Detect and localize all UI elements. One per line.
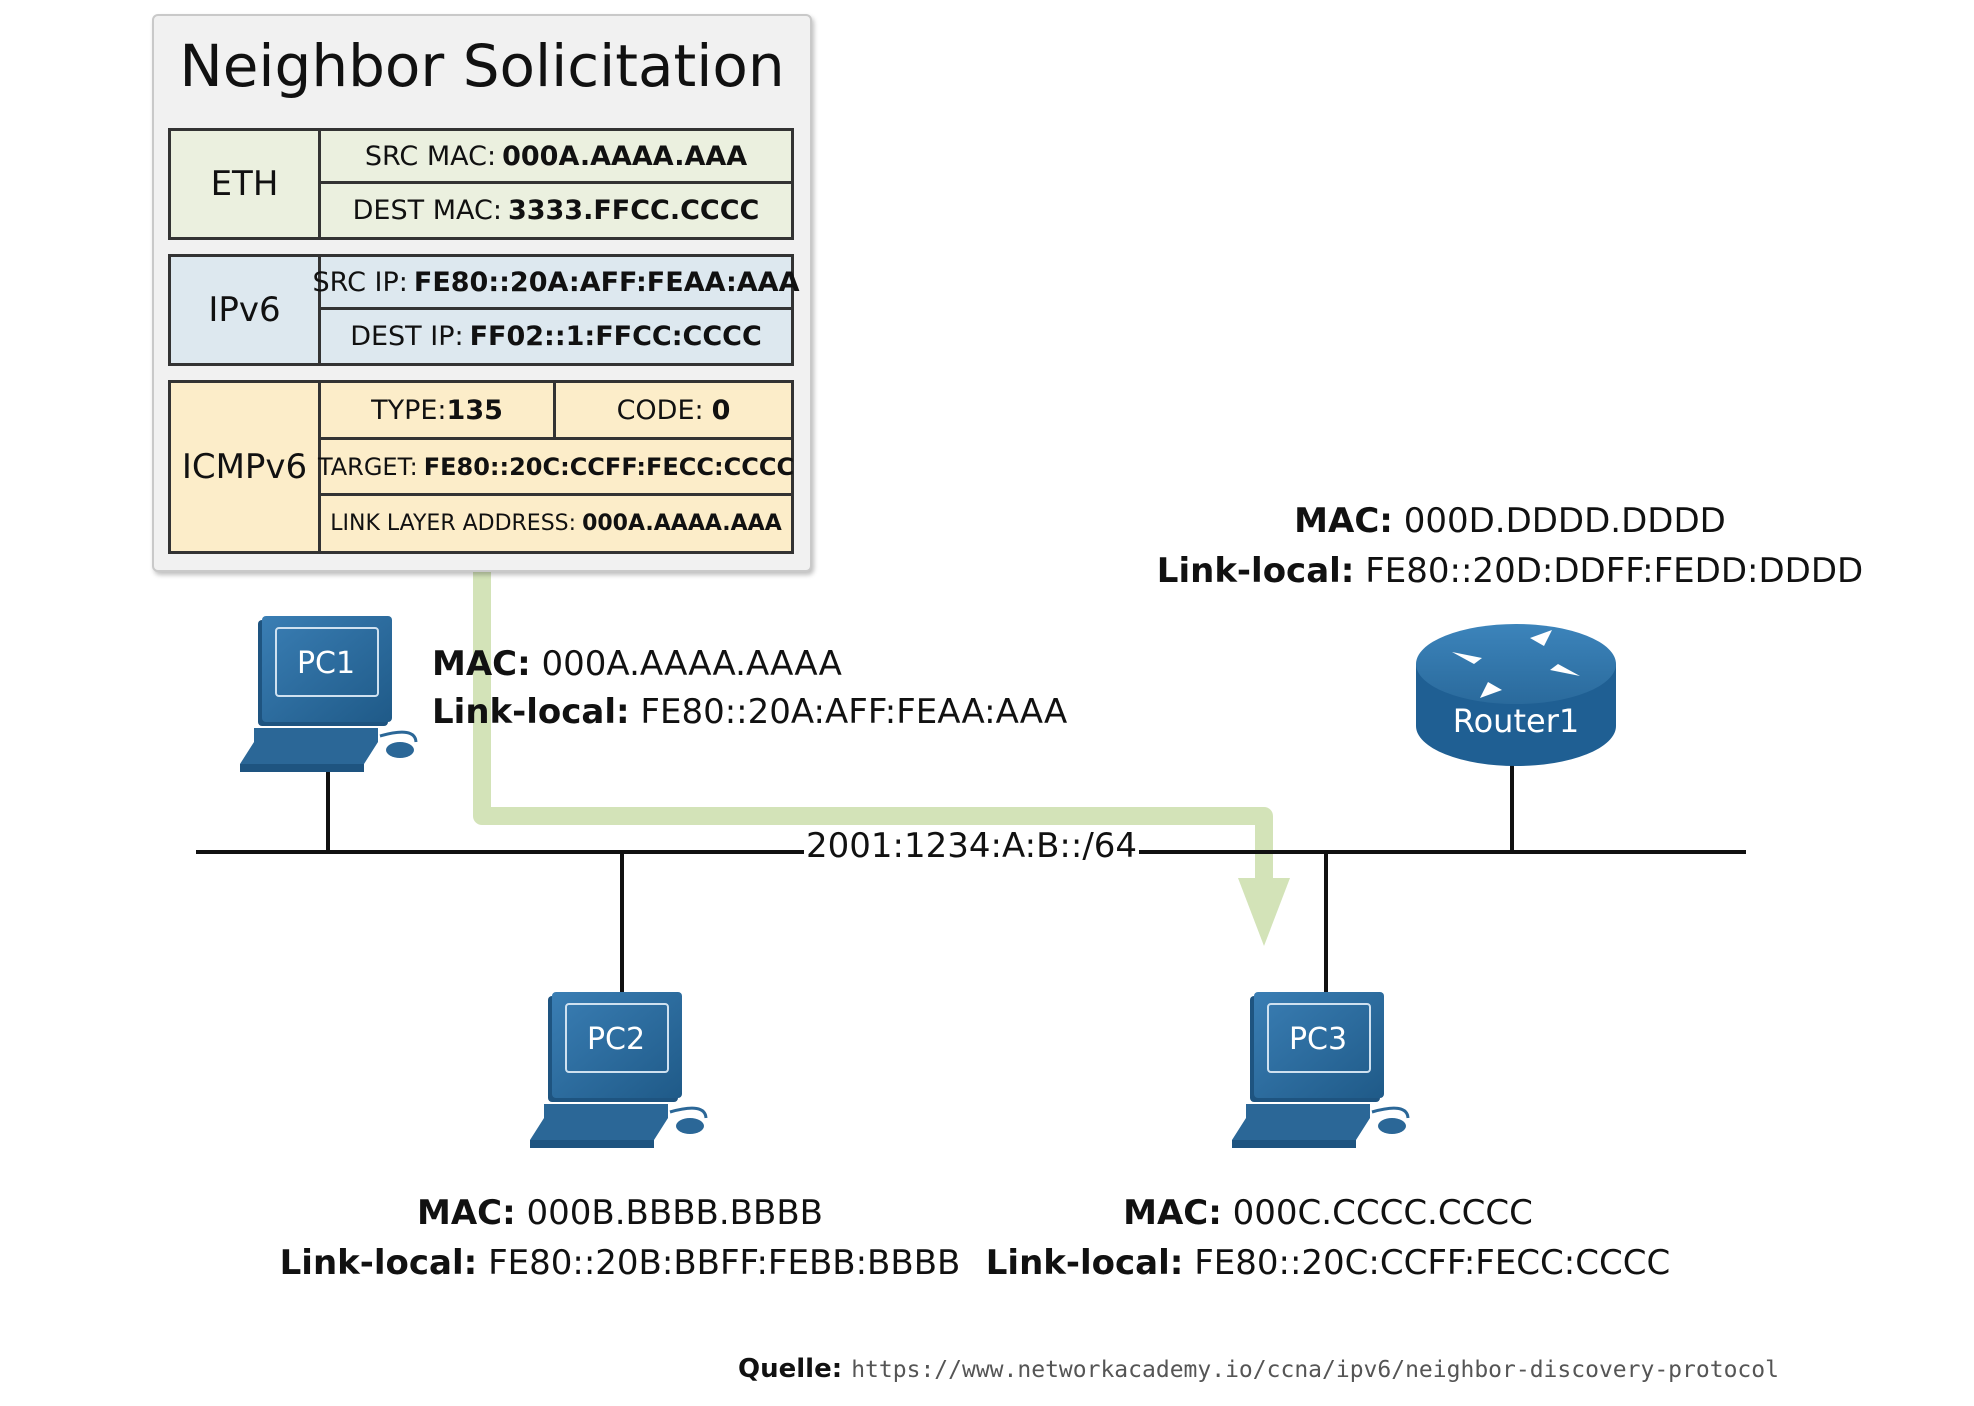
dest-ip-row: DEST IP:FF02::1:FFCC:CCCC: [321, 310, 791, 363]
code-cell: CODE:0: [556, 383, 791, 437]
src-ip-value: FE80::20A:AFF:FEAA:AAA: [413, 266, 800, 298]
src-ip-label: SRC IP:: [312, 266, 408, 298]
router1-address-label: MAC: 000D.DDDD.DDDD Link-local: FE80::20…: [1100, 496, 1920, 596]
type-value: 135: [446, 394, 503, 426]
dest-ip-value: FF02::1:FFCC:CCCC: [469, 321, 762, 352]
router1-link-local: FE80::20D:DDFF:FEDD:DDDD: [1365, 551, 1864, 591]
link-layer-address-row: LINK LAYER ADDRESS:000A.AAAA.AAA: [321, 496, 791, 551]
pc1-mac-label: MAC:: [432, 644, 531, 684]
packet-path-arrow: [473, 568, 1290, 946]
type-label: TYPE:: [371, 394, 447, 426]
source-footer: Quelle: https://www.networkacademy.io/cc…: [738, 1354, 1779, 1384]
packet-title: Neighbor Solicitation: [179, 32, 785, 100]
icmpv6-header: ICMPv6 TYPE:135 CODE:0 TARGET:FE80::20C:…: [168, 380, 794, 554]
pc1-mac: 000A.AAAA.AAAA: [541, 644, 842, 684]
pc2-name: PC2: [586, 1022, 646, 1057]
eth-header: ETH SRC MAC:000A.AAAA.AAA DEST MAC:3333.…: [168, 128, 794, 240]
dest-mac-row: DEST MAC:3333.FFCC.CCCC: [321, 184, 791, 237]
router1-ll-label: Link-local:: [1156, 551, 1355, 591]
dest-mac-label: DEST MAC:: [352, 195, 502, 226]
network-prefix-label: 2001:1234:A:B::/64: [804, 826, 1140, 866]
pc3-computer-icon: [1232, 992, 1410, 1148]
pc2-ll-label: Link-local:: [279, 1243, 478, 1283]
pc1-address-label: MAC: 000A.AAAA.AAAA Link-local: FE80::20…: [432, 640, 1067, 736]
pc3-mac-label: MAC:: [1123, 1193, 1222, 1233]
target-row: TARGET:FE80::20C:CCFF:FECC:CCCC: [317, 440, 795, 496]
pc2-mac: 000B.BBBB.BBBB: [526, 1193, 823, 1233]
link-layer-address-value: 000A.AAAA.AAA: [582, 511, 782, 536]
src-mac-row: SRC MAC:000A.AAAA.AAA: [321, 131, 791, 184]
pc3-link-local: FE80::20C:CCFF:FECC:CCCC: [1194, 1243, 1671, 1283]
eth-label: ETH: [171, 131, 321, 237]
src-mac-value: 000A.AAAA.AAA: [502, 140, 748, 172]
router1-mac-label: MAC:: [1294, 501, 1393, 541]
pc2-address-label: MAC: 000B.BBBB.BBBB Link-local: FE80::20…: [250, 1188, 990, 1288]
target-label: TARGET:: [317, 452, 418, 481]
router1-router-icon: [1416, 624, 1616, 766]
type-code-row: TYPE:135 CODE:0: [321, 383, 791, 440]
neighbor-solicitation-packet: Neighbor Solicitation ETH SRC MAC:000A.A…: [152, 14, 812, 572]
pc1-name: PC1: [296, 646, 356, 681]
src-ip-row: SRC IP:FE80::20A:AFF:FEAA:AAA: [313, 257, 799, 310]
code-value: 0: [711, 394, 731, 426]
code-label: CODE:: [616, 394, 704, 426]
dest-ip-label: DEST IP:: [350, 321, 464, 352]
icmpv6-label: ICMPv6: [171, 383, 321, 551]
pc1-ll-label: Link-local:: [432, 692, 630, 732]
router1-name: Router1: [1452, 702, 1580, 740]
ipv6-label: IPv6: [171, 257, 321, 363]
source-label: Quelle:: [738, 1354, 843, 1384]
dest-mac-value: 3333.FFCC.CCCC: [507, 195, 760, 226]
ipv6-header: IPv6 SRC IP:FE80::20A:AFF:FEAA:AAA DEST …: [168, 254, 799, 366]
pc3-address-label: MAC: 000C.CCCC.CCCC Link-local: FE80::20…: [958, 1188, 1698, 1288]
type-cell: TYPE:135: [321, 383, 556, 437]
pc3-mac: 000C.CCCC.CCCC: [1232, 1193, 1533, 1233]
link-layer-address-label: LINK LAYER ADDRESS:: [330, 511, 577, 536]
pc2-link-local: FE80::20B:BBFF:FEBB:BBBB: [488, 1243, 961, 1283]
pc1-link-local: FE80::20A:AFF:FEAA:AAA: [640, 692, 1068, 732]
pc3-ll-label: Link-local:: [985, 1243, 1184, 1283]
pc2-computer-icon: [530, 992, 708, 1148]
router1-mac: 000D.DDDD.DDDD: [1403, 501, 1726, 541]
target-value: FE80::20C:CCFF:FECC:CCCC: [423, 452, 795, 481]
pc3-name: PC3: [1288, 1022, 1348, 1057]
src-mac-label: SRC MAC:: [364, 140, 497, 172]
pc1-computer-icon: [240, 616, 418, 772]
pc2-mac-label: MAC:: [417, 1193, 516, 1233]
source-url-link[interactable]: https://www.networkacademy.io/ccna/ipv6/…: [851, 1357, 1779, 1383]
